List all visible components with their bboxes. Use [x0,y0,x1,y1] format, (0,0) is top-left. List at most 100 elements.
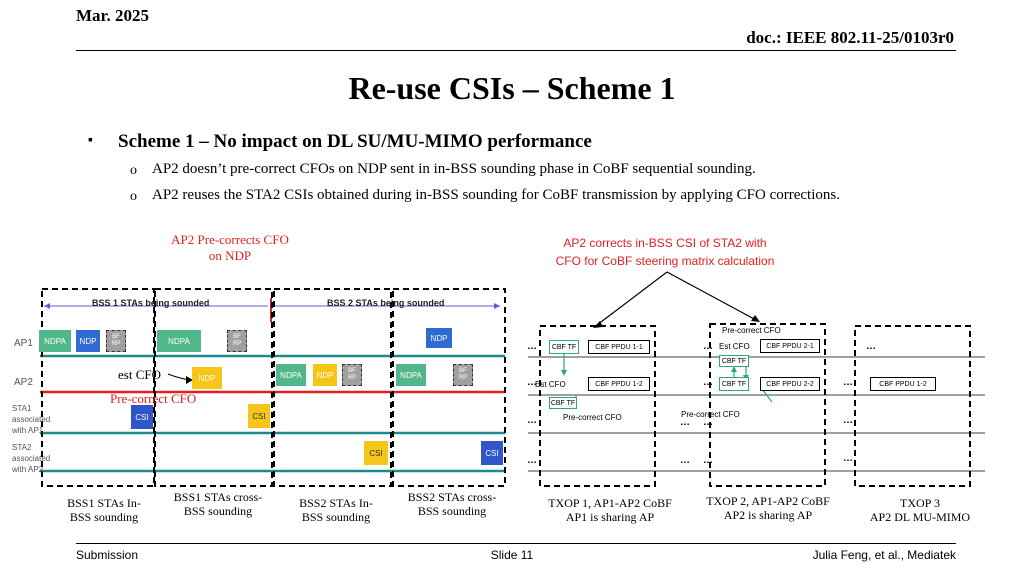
caption-text: TXOP 1, AP1-AP2 CoBF [548,496,672,510]
ellipsis-r4-c: … [703,455,713,466]
row-label-ap2: AP2 [14,377,33,388]
ndpa-block-ap1-1: NDPA [39,330,71,352]
row-label-sta2-3: with AP2 [12,465,44,474]
bf-text: BF [348,368,356,374]
bullet-marker: ▪ [88,133,93,148]
ndp-block-ap1-3: NDP [426,328,452,348]
green-arrow-3-head [731,366,737,372]
caption-text: TXOP 3 [900,496,940,510]
ellipsis-r1-c: … [866,341,876,352]
ellipsis-r4-b: … [680,455,690,466]
frame-txop1 [539,325,656,487]
ndpa-block-ap1-2: NDPA [157,330,201,352]
caption-text: BSS2 STAs In- [299,496,373,510]
right-annotation-line2: CFO for CoBF steering matrix calculation [555,254,775,268]
ndp-block-ap2-1: NDP [192,367,222,389]
cbf-ppdu-21-block: CBF PPDU 2-1 [760,339,820,353]
frame-bss1-in [41,288,155,487]
ellipsis-r3-d: … [843,415,853,426]
annot-arrow-2 [666,271,757,321]
footer-center: Slide 11 [490,548,534,562]
bf-text: BF [459,368,467,374]
ndp-block-ap2-2: NDP [313,364,337,386]
frame-bss1-cross [154,288,273,487]
caption-text: BSS sounding [183,504,253,518]
ellipsis-r2-b: … [703,377,713,388]
ellipsis-r1-a: … [527,341,537,352]
pre-correct-cfo-top: Pre-correct CFO [722,326,781,335]
row-label-sta2-2: associated [12,454,51,463]
footer-right: Julia Feng, et al., Mediatek [812,548,956,562]
ndp-block-ap1-1: NDP [76,330,100,352]
caption-text: TXOP 2, AP1-AP2 CoBF [706,494,830,508]
row-label-sta2: STA2 associated with AP2 [12,442,50,475]
cbf-ppdu-12-block: CBF PPDU 1-2 [588,377,650,391]
header-rule [76,50,956,51]
frame-txop2 [709,323,826,487]
rp-text: RP [347,375,357,381]
bullet-main: Scheme 1 – No impact on DL SU/MU-MIMO pe… [118,131,592,152]
ellipsis-r4-d: … [843,453,853,464]
caption-text: BSS1 STAs cross- [173,490,263,504]
cbf-ppdu-11-block: CBF PPDU 1-1 [588,340,650,354]
caption-text: AP1 is sharing AP [565,510,655,524]
row-label-sta1-1: STA1 [12,404,32,413]
est-cfo-top: Est CFO [719,342,750,351]
csi-block-sta1-1: CSI [131,405,153,429]
bss1-banner: BSS 1 STAs being sounded [92,298,210,308]
rp-text: RP [458,375,468,381]
ellipsis-r1-b: … [703,341,713,352]
ellipsis-r2-a: … [527,377,537,388]
est-cfo-arrow-head [186,376,193,384]
sub-bullet-2: AP2 reuses the STA2 CSIs obtained during… [152,187,840,203]
caption-bss2-cross: BSS2 STAs cross-BSS sounding [400,490,504,518]
caption-bss2-in: BSS2 STAs In-BSS sounding [286,496,386,524]
row-label-sta1: STA1 associated with AP1 [12,403,50,436]
sub-bullet-marker-2: o [130,189,137,204]
header-date: Mar. 2025 [76,6,150,25]
left-annotation-line1: AP2 Pre-corrects CFO [171,232,289,247]
row-label-sta1-2: associated [12,415,51,424]
csi-block-sta1-2: CSI [248,404,270,428]
est-cfo-label: est CFO [118,367,161,382]
caption-text: BSS sounding [301,510,371,524]
bf-text: BF [112,334,120,340]
pre-correct-cfo-left: Pre-correct CFO [563,413,622,422]
rp-text: RP [111,341,121,347]
header-doc: doc.: IEEE 802.11-25/0103r0 [746,28,954,47]
right-annotation: AP2 corrects in-BSS CSI of STA2 with CFO… [530,234,800,270]
cbf-tf-block-1: CBF TF [549,340,579,354]
row-label-ap1: AP1 [14,338,33,349]
sub-bullet-1: AP2 doesn’t pre-correct CFOs on NDP sent… [152,161,756,177]
green-arrow-5 [761,388,773,403]
footer-rule [76,543,956,544]
caption-text: BSS1 STAs In- [67,496,141,510]
bss1-arrow-head [44,303,50,309]
bss2-banner: BSS 2 STAs being sounded [327,298,445,308]
cbf-tf-block-mid: CBF TF [719,355,749,367]
ellipsis-r3-b: … [680,417,690,428]
caption-bss1-in: BSS1 STAs In-BSS sounding [54,496,154,524]
csi-block-sta2-2: CSI [481,441,503,465]
csi-block-sta2-1: CSI [364,441,388,465]
cbf-tf-block-3: CBF TF [549,397,577,409]
footer-left: Submission [76,548,139,562]
pre-correct-cfo-label: Pre-correct CFO [110,391,197,406]
caption-text: AP2 DL MU-MIMO [869,510,971,524]
sub-bullet-marker-1: o [130,163,137,178]
caption-text: BSS sounding [417,504,487,518]
row-label-sta2-1: STA2 [12,443,32,452]
bf-text: BF [233,334,241,340]
cbf-ppdu-12-block-txop3: CBF PPDU 1-2 [870,377,936,391]
caption-bss1-cross: BSS1 STAs cross-BSS sounding [168,490,268,518]
est-cfo-left: Est CFO [535,380,566,389]
ellipsis-r3-c: … [703,417,713,428]
caption-text: AP2 is sharing AP [723,508,813,522]
right-annotation-line1: AP2 corrects in-BSS CSI of STA2 with [563,236,767,250]
slide-title: Re-use CSIs – Scheme 1 [348,70,676,106]
row-label-sta1-3: with AP1 [12,426,44,435]
